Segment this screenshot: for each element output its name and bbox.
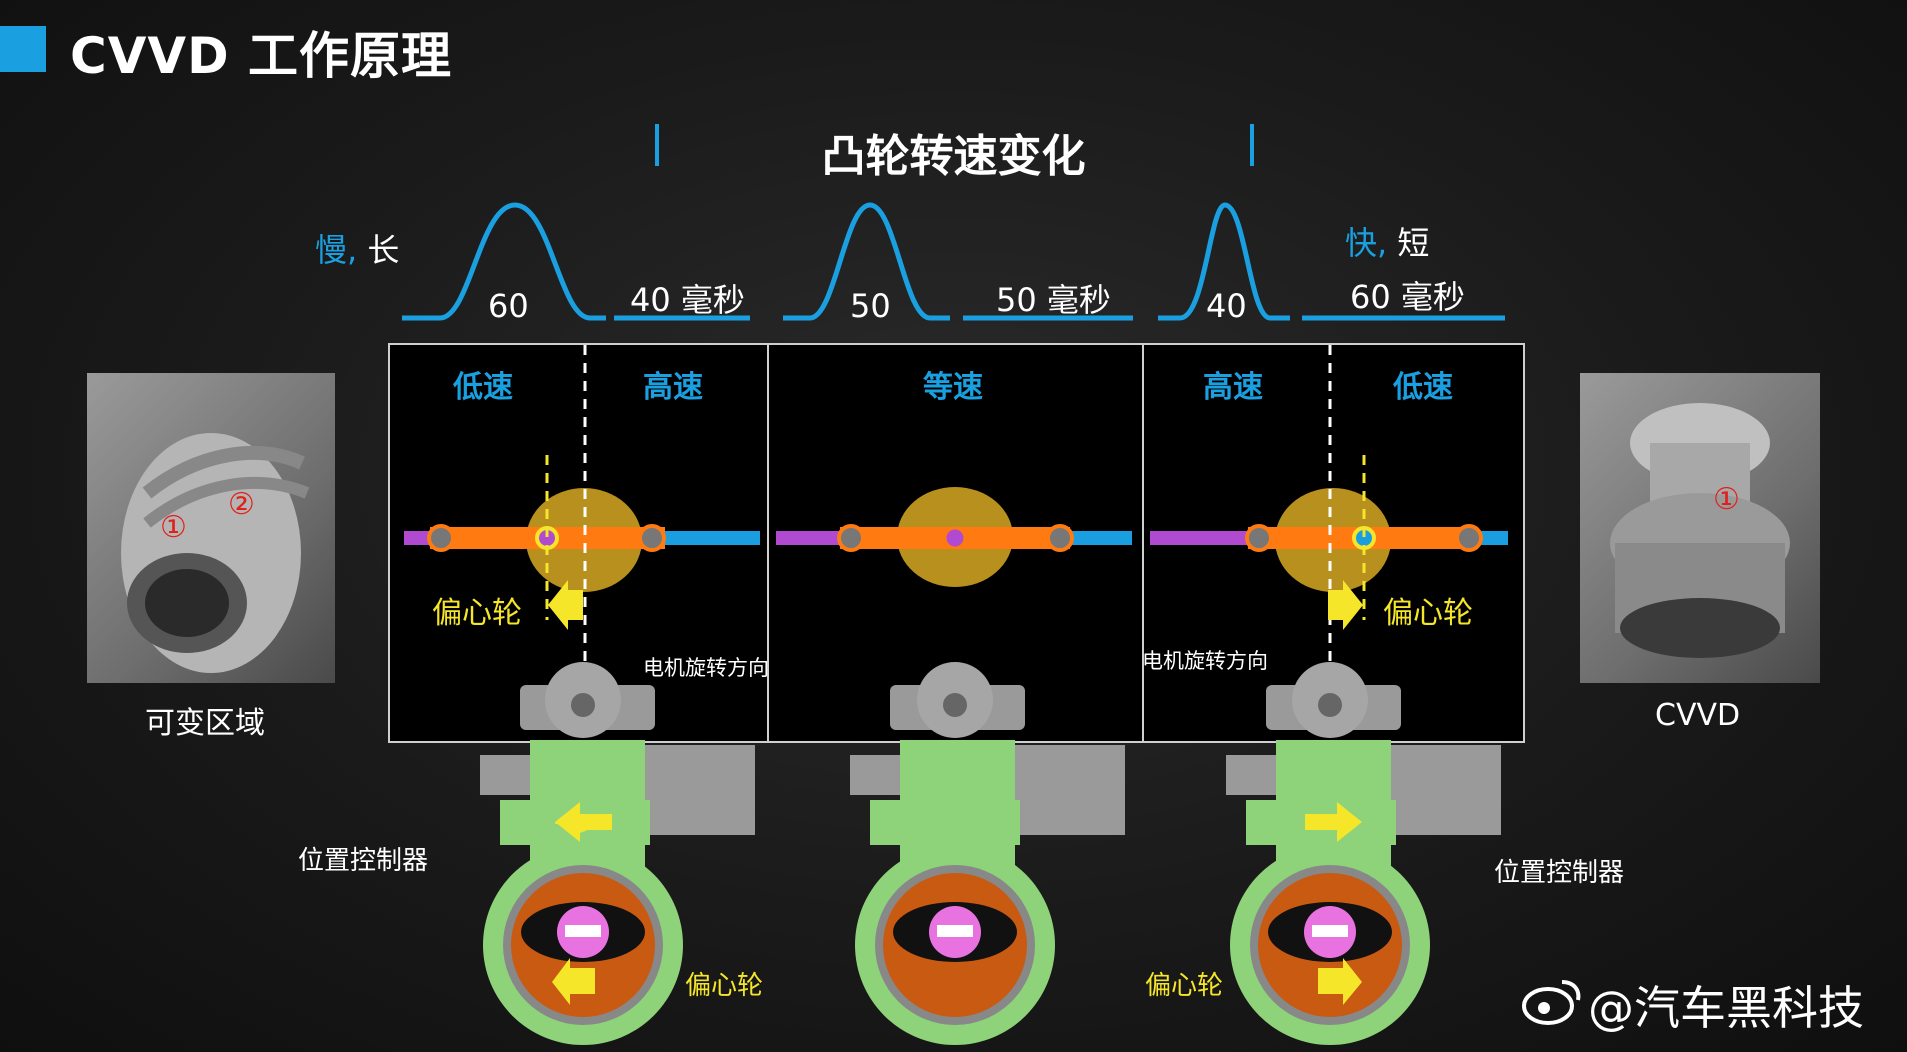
panel3-eccentric-label: 偏心轮 (1383, 596, 1473, 631)
marker-one-left: ① (160, 510, 187, 545)
duration-2: 50 毫秒 (996, 281, 1111, 319)
panel3-speed-high: 高速 (1203, 370, 1263, 405)
duration-1: 40 毫秒 (630, 281, 745, 319)
cvvd-caption: CVVD (1655, 698, 1741, 733)
marker-one-right: ① (1713, 482, 1740, 517)
variable-area-photo (87, 373, 335, 683)
panel1-arrow (548, 580, 583, 630)
camshaft-sleeve-illustration (121, 433, 310, 673)
position-controller-label-left: 位置控制器 (298, 846, 429, 876)
marker-two-left: ② (228, 487, 255, 522)
eccentric-label-bottom-right: 偏心轮 (1145, 971, 1224, 1001)
fast-short-caption: 快, 短 (1345, 224, 1430, 262)
panel3-arrow (1328, 580, 1363, 630)
panel-divider-1 (767, 343, 769, 741)
panel1-speed-low: 低速 (453, 370, 513, 405)
duration-3: 60 毫秒 (1350, 278, 1465, 316)
actuator-2 (850, 662, 1125, 1045)
panel1-speed-high: 高速 (643, 370, 703, 405)
actuator-1 (480, 662, 755, 1045)
cvvd-photo (1580, 373, 1820, 683)
panel3-speed-low: 低速 (1393, 370, 1453, 405)
cam-number-3: 40 (1206, 287, 1247, 325)
actuator-3 (1226, 662, 1501, 1045)
panel2-speed-equal: 等速 (923, 370, 983, 405)
weibo-icon (1522, 980, 1581, 1025)
panel1-shaft (404, 488, 760, 592)
panel3-shaft (1150, 488, 1508, 592)
slow-long-caption: 慢, 长 (315, 231, 400, 269)
position-controller-label-right: 位置控制器 (1494, 858, 1625, 888)
motor-direction-label-1: 电机旋转方向 (643, 656, 769, 680)
cam-curve-3 (1158, 202, 1290, 321)
page-title: CVVD 工作原理 (70, 27, 452, 85)
panel1-eccentric-label: 偏心轮 (432, 596, 522, 631)
diagram-subtitle: 凸轮转速变化 (821, 131, 1086, 182)
cam-number-1: 60 (488, 287, 529, 325)
title-accent-bar (0, 26, 46, 72)
variable-area-caption: 可变区域 (145, 706, 265, 741)
subtitle-divider-right (1250, 124, 1254, 166)
panel2-shaft (776, 487, 1132, 587)
cam-number-2: 50 (850, 287, 891, 325)
panel-divider-2 (1142, 343, 1144, 741)
cvvd-part-illustration (1610, 403, 1790, 658)
watermark-text: @汽车黑科技 (1588, 981, 1864, 1035)
cam-curve-1 (402, 202, 606, 321)
motor-direction-label-2: 电机旋转方向 (1142, 649, 1268, 673)
cam-curve-2 (783, 202, 950, 321)
eccentric-label-bottom-left: 偏心轮 (685, 971, 764, 1001)
subtitle-divider-left (655, 124, 659, 166)
